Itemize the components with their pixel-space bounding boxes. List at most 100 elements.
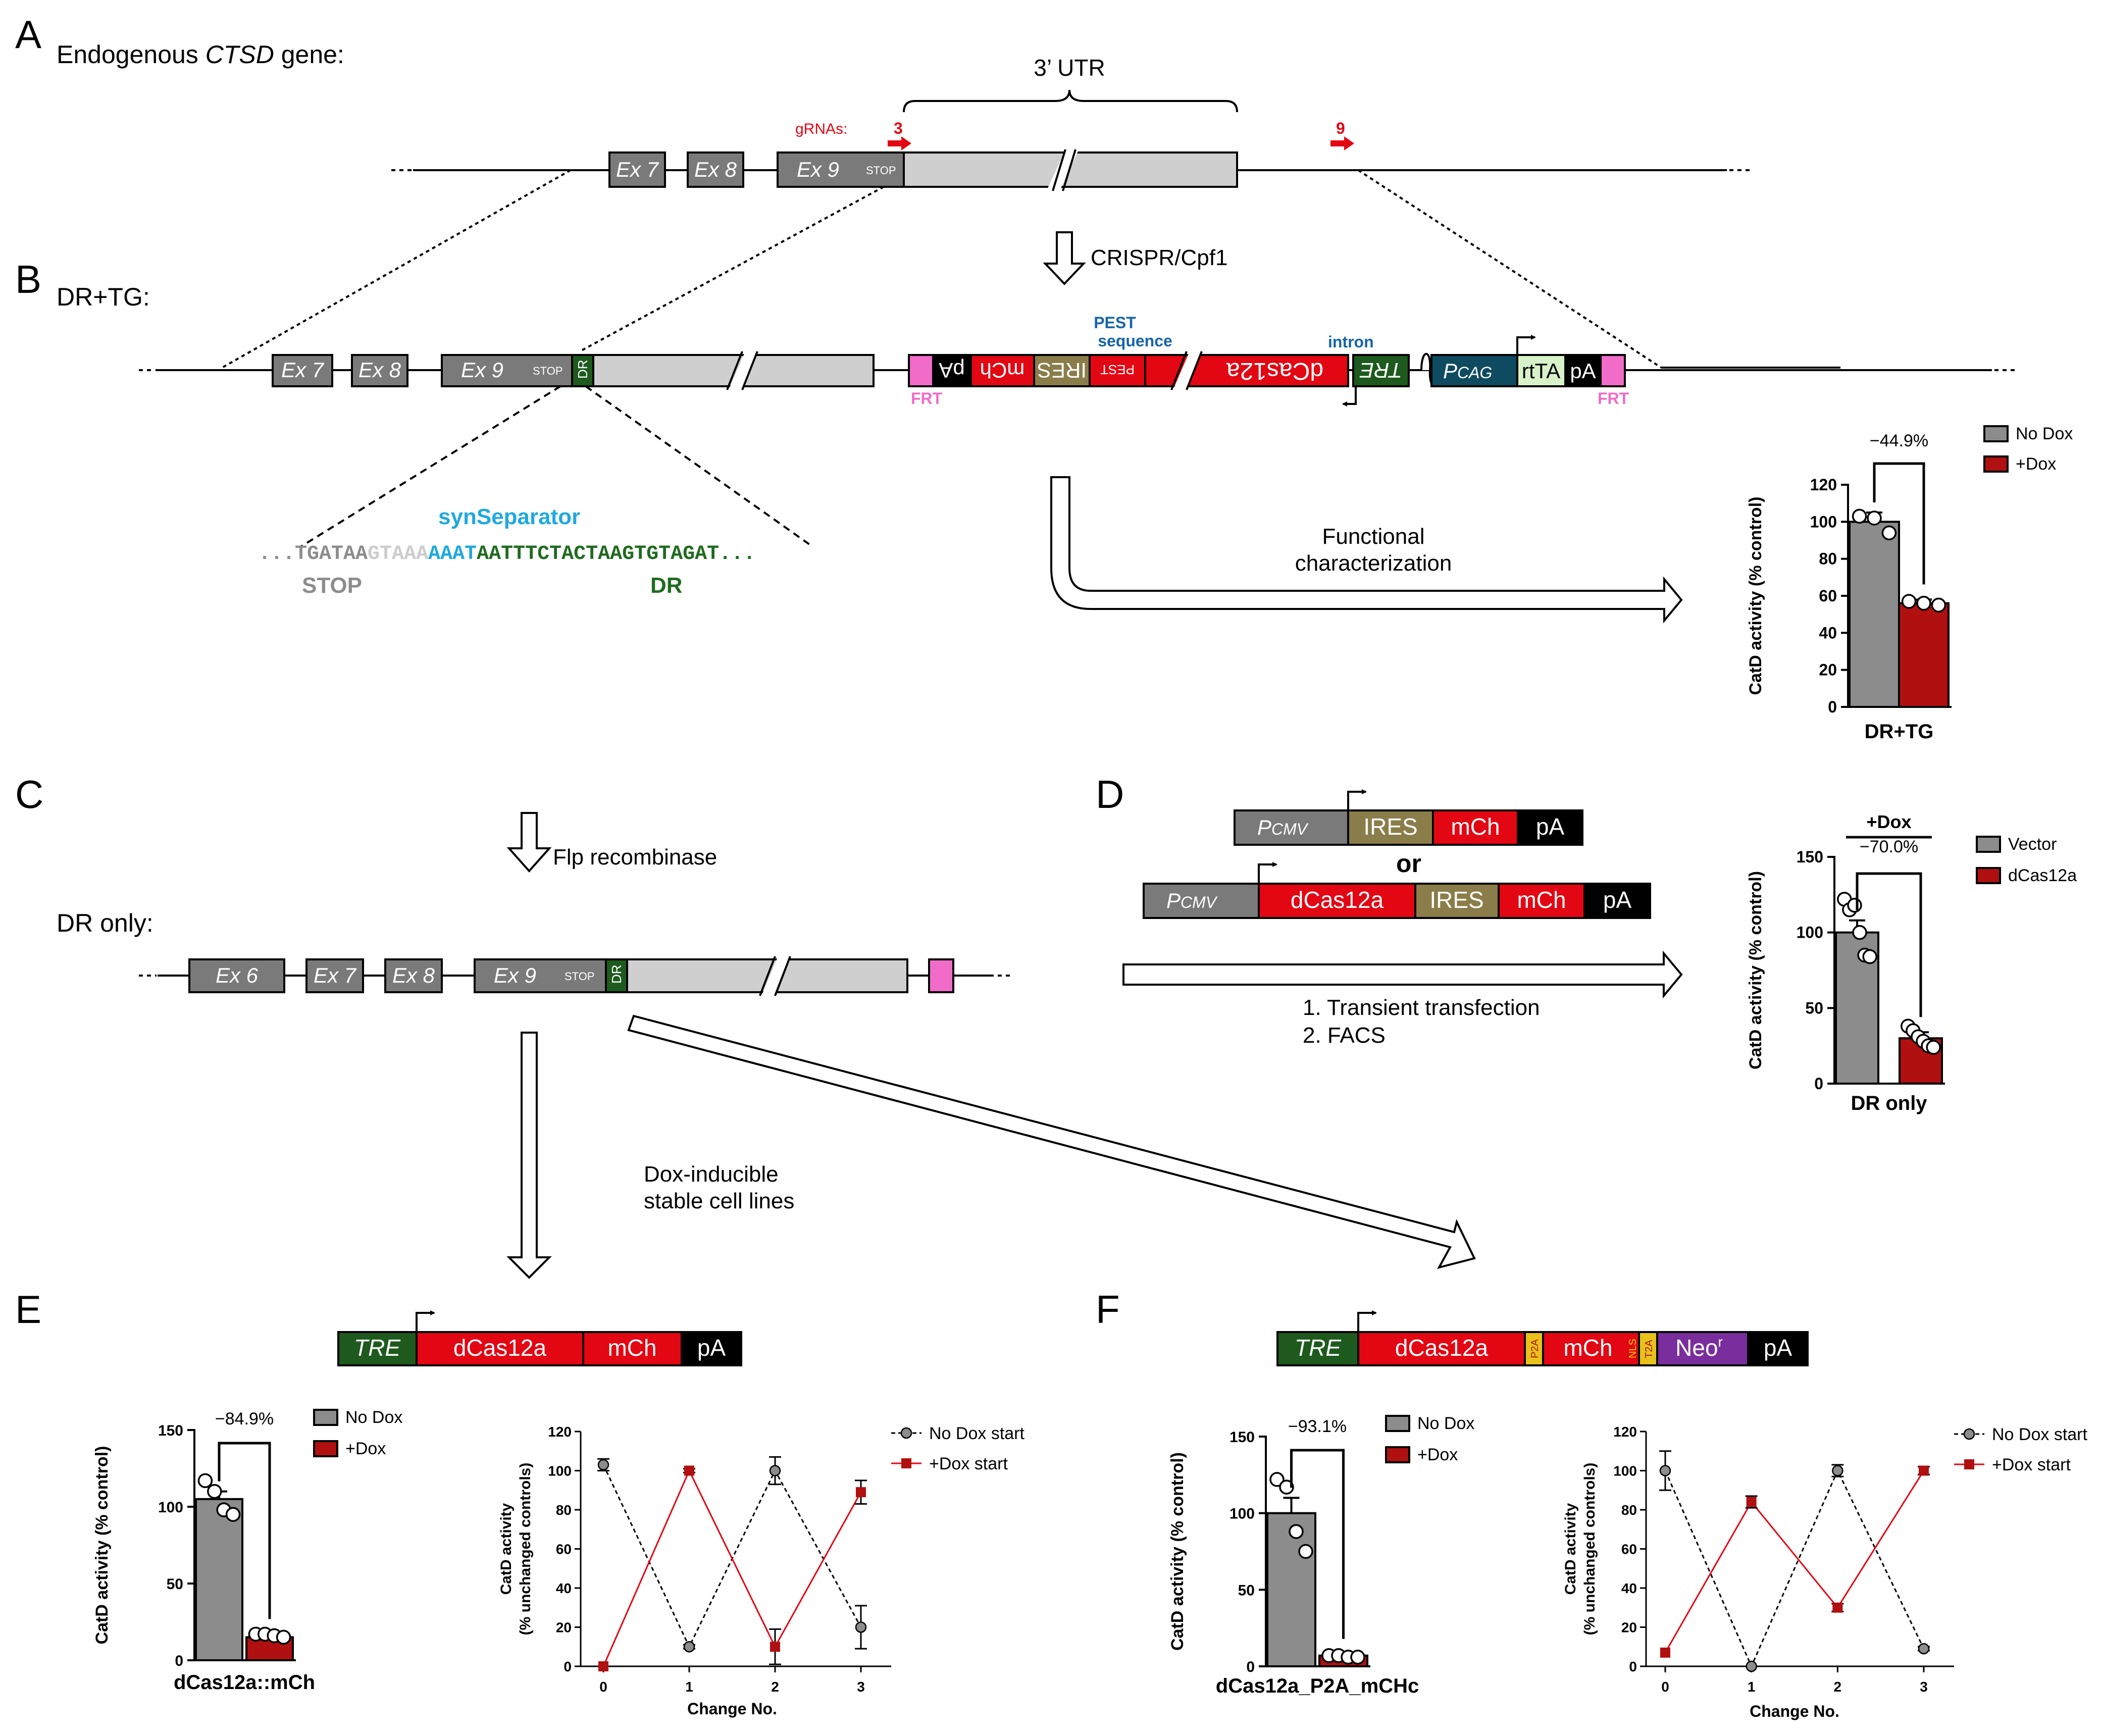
data-point <box>598 1661 608 1671</box>
c-exon-8-box <box>384 958 443 993</box>
b-exon-8-box <box>351 354 408 387</box>
legend-label: No Dox <box>2016 424 2073 443</box>
panel-e: E TRE dCas12a mCh pA <box>15 1287 742 1366</box>
data-point <box>1660 1647 1670 1658</box>
y-tick-label: 20 <box>1819 661 1837 679</box>
f-promoter-arrow <box>1357 1310 1377 1332</box>
x-axis-label: DR+TG <box>1865 721 1934 743</box>
b-tre-promoter-arrow <box>1342 386 1357 406</box>
data-point <box>684 1465 694 1476</box>
step2-label: 2. FACS <box>1303 1023 1386 1048</box>
crispr-arrow: CRISPR/Cpf1 <box>1043 231 1227 285</box>
y-tick-label: 100 <box>1797 924 1823 942</box>
legend-label: No Dox <box>1417 1414 1474 1433</box>
b-pest-box <box>1089 354 1146 387</box>
exon-8-box <box>687 151 744 188</box>
dr-tg-sequence: ...TGATAAGTAAAAAATAATTTCTACTAAGTGTAGAT..… <box>259 543 755 566</box>
data-point <box>1289 1524 1304 1539</box>
x-tick-label: 2 <box>1834 1679 1842 1695</box>
f-neo-box <box>1656 1331 1749 1366</box>
d1-ires-label: IRES <box>1363 813 1417 840</box>
percent-change-label: −44.9% <box>1870 431 1928 450</box>
y-axis-label: CatD activity <box>498 1503 515 1595</box>
bar-no-dox <box>195 1498 243 1662</box>
c-exon-6-label: Ex 6 <box>216 963 259 987</box>
legend-swatch <box>1983 425 2009 442</box>
y-axis-label: CatD activity (% control) <box>1168 1452 1187 1651</box>
panel-letter-e: E <box>15 1287 41 1332</box>
y-tick-label: 120 <box>1613 1424 1637 1440</box>
y-axis-label-2: (% unchanged controls) <box>1581 1463 1598 1636</box>
series-line-0 <box>1664 1468 1925 1668</box>
y-tick-label: 150 <box>158 1422 183 1439</box>
significance-bracket <box>218 1442 271 1619</box>
data-point <box>1832 1465 1843 1476</box>
f-pa-label: pA <box>1764 1335 1792 1361</box>
exon-7-label: Ex 7 <box>616 158 659 181</box>
x-axis-label: DR only <box>1851 1092 1927 1114</box>
legend-swatch <box>1976 836 2001 853</box>
y-tick-label: 40 <box>1621 1580 1637 1596</box>
b-dr-label: DR <box>575 360 590 379</box>
exon-9-box <box>777 151 905 188</box>
data-point <box>769 1465 781 1476</box>
series-line-1 <box>1664 1470 1925 1653</box>
e-pa-label: pA <box>697 1335 726 1361</box>
f-dcas-label: dCas12a <box>1395 1335 1489 1361</box>
legend-swatch <box>313 1409 338 1426</box>
y-tick-label: 50 <box>1805 999 1823 1017</box>
significance-bracket <box>1290 1449 1345 1639</box>
b-dcas-break <box>1170 351 1203 390</box>
data-point <box>856 1487 866 1498</box>
y-tick-label: 50 <box>167 1576 183 1593</box>
f-p2a-box <box>1524 1331 1544 1366</box>
dox-inducible-label-1: Dox-inducible <box>644 1162 779 1187</box>
b-dcas-label: dCas12a <box>1226 358 1323 384</box>
legend-marker <box>1963 1428 1975 1440</box>
f-tre-label: TRE <box>1295 1335 1342 1361</box>
c-frt-box <box>928 958 954 993</box>
dox-inducible-label-2: stable cell lines <box>644 1189 794 1213</box>
y-tick-label: 150 <box>1797 848 1823 866</box>
y-tick-label: 80 <box>1621 1502 1637 1518</box>
e-mch-label: mCh <box>607 1335 656 1361</box>
a-to-b-projection-lines <box>222 169 1840 369</box>
legend-swatch <box>313 1440 338 1457</box>
data-point <box>207 1484 222 1499</box>
percent-change-label: −84.9% <box>215 1409 274 1428</box>
y-tick-label: 100 <box>1613 1463 1637 1479</box>
b-pest-label: PEST <box>1100 362 1135 377</box>
rtta-label: rtTA <box>1522 359 1560 383</box>
utr-box <box>903 151 1238 188</box>
f-p2a-label: P2A <box>1529 1339 1541 1358</box>
grna-9-number: 9 <box>1336 119 1345 137</box>
panel-b-title: DR+TG: <box>57 283 150 311</box>
legend-label: +Dox start <box>929 1454 1008 1473</box>
data-point <box>1350 1650 1365 1665</box>
data-point <box>1919 1465 1929 1476</box>
legend-label: +Dox start <box>1992 1455 2071 1474</box>
legend-swatch <box>1385 1415 1410 1432</box>
e-pa-box <box>681 1331 742 1366</box>
f-t2a-box <box>1638 1331 1658 1366</box>
d1-promoter-arrow <box>1347 789 1367 810</box>
transfection-arrow <box>1122 950 1683 999</box>
b-stop-label: STOP <box>533 365 563 377</box>
y-tick-label: 40 <box>556 1580 572 1596</box>
percent-change-label: −70.0% <box>1860 837 1918 856</box>
data-point <box>1881 525 1897 541</box>
d2-promoter-arrow <box>1258 862 1277 884</box>
b-utr-break <box>726 351 758 390</box>
legend-marker <box>901 1458 911 1468</box>
c-exon-8-label: Ex 8 <box>392 963 435 987</box>
panel-c: C Flp recombinase DR only: Ex 6 Ex 7 Ex … <box>15 772 1476 1279</box>
seq-zoom-left <box>299 385 561 548</box>
b-ires-box <box>1033 354 1091 387</box>
grna-3-number: 3 <box>894 119 903 137</box>
x-axis-label: dCas12a::mCh <box>174 1671 315 1694</box>
x-axis-label: Change No. <box>1750 1702 1839 1720</box>
data-point <box>1931 597 1946 613</box>
frt-right-box <box>1600 354 1626 387</box>
d1-pa-label: pA <box>1536 813 1565 840</box>
